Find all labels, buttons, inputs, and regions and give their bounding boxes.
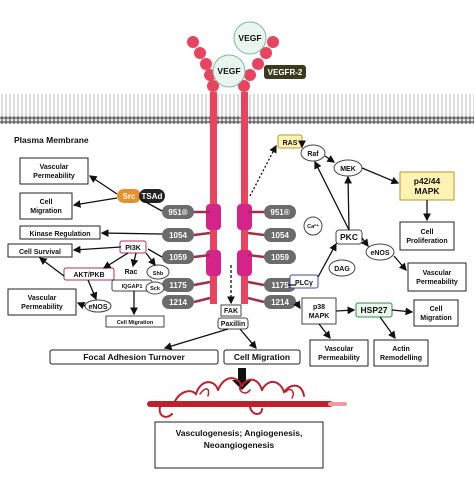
ca2-label: Ca²⁺ bbox=[307, 223, 319, 230]
residue-1175-left: 1175 bbox=[169, 281, 187, 290]
cell-migration-box-top bbox=[19, 192, 73, 220]
kinase-domain-left-2 bbox=[206, 250, 221, 276]
plasma-membrane-label: Plasma Membrane bbox=[14, 135, 89, 145]
receptor-extracellular-domains bbox=[187, 36, 279, 92]
cell-survival-box bbox=[7, 243, 73, 258]
residue-1214-left: 1214 bbox=[169, 298, 187, 307]
paxillin-label: Paxillin bbox=[221, 321, 246, 328]
pi3k-label: PI3K bbox=[125, 245, 141, 252]
shb-label: Shb bbox=[153, 271, 164, 277]
akt-pkb-label: AKT/PKB bbox=[73, 272, 104, 279]
plcy-node bbox=[289, 274, 319, 289]
residue-1059-left: 1059 bbox=[169, 253, 187, 262]
src-node bbox=[117, 189, 141, 203]
focal-adhesion-turnover-box bbox=[49, 349, 219, 365]
cell-proliferation-box bbox=[399, 221, 455, 251]
enos-right-node bbox=[365, 243, 395, 261]
pathway-arrows bbox=[38, 140, 431, 350]
focal-adhesion-turnover-label: Focal Adhesion Turnover bbox=[83, 352, 185, 362]
dag-label: DAG bbox=[334, 266, 350, 273]
left-residues: 951® 1054 1059 1175 1214 bbox=[162, 205, 194, 309]
outcome-box bbox=[154, 421, 324, 469]
cell-migration-small-label: Cell Migration bbox=[117, 320, 154, 326]
kinase-domain-right-2 bbox=[237, 250, 252, 276]
cell-migration-box-right bbox=[413, 299, 459, 327]
plcy-label: PLCγ bbox=[295, 280, 313, 287]
raf-label: Raf bbox=[307, 151, 319, 158]
sck-label: Sck bbox=[150, 286, 161, 292]
vascular-permeability-box-top bbox=[19, 157, 89, 185]
ras-label: RAS bbox=[283, 140, 298, 147]
enos-right-label: eNOS bbox=[370, 250, 389, 257]
residue-connectors bbox=[193, 210, 265, 304]
residue-1054-right: 1054 bbox=[271, 231, 289, 240]
tsad-label: TSAd bbox=[142, 192, 163, 201]
sck-node bbox=[145, 281, 165, 295]
vegf-ligand-mid bbox=[212, 54, 246, 88]
ca2-node bbox=[303, 216, 323, 236]
pkc-label: PKC bbox=[340, 232, 358, 242]
cell-migration-box-center bbox=[223, 349, 301, 365]
fak-node bbox=[220, 304, 242, 317]
src-label: Src bbox=[123, 192, 136, 201]
vascular-permeability-box-left bbox=[7, 288, 77, 316]
tsad-node bbox=[139, 189, 165, 203]
paxillin-node bbox=[217, 317, 249, 330]
cell-migration-center-label: Cell Migration bbox=[234, 352, 290, 362]
raf-node bbox=[300, 144, 326, 162]
residue-1054-left: 1054 bbox=[169, 231, 187, 240]
fak-label: FAK bbox=[224, 308, 238, 315]
vegfr2-tag bbox=[264, 65, 306, 79]
plasma-membrane-bilayer bbox=[0, 94, 474, 124]
vegfr2-label: VEGFR-2 bbox=[268, 68, 303, 77]
enos-left-label: eNOS bbox=[88, 304, 107, 311]
residue-951-right: 951® bbox=[270, 208, 289, 217]
cell-migration-small-box bbox=[105, 315, 165, 328]
p38-mapk-box bbox=[301, 297, 337, 325]
receptor-right-stalk bbox=[241, 92, 248, 304]
vegf-top-label: VEGF bbox=[238, 33, 261, 43]
residue-1214-right: 1214 bbox=[271, 298, 289, 307]
blood-vessel-illustration bbox=[147, 377, 347, 418]
akt-pkb-node bbox=[63, 267, 115, 281]
receptor-left-stalk bbox=[210, 92, 217, 304]
actin-remodelling-box bbox=[373, 339, 429, 367]
residue-951-left: 951® bbox=[168, 208, 187, 217]
vegf-mid-label: VEGF bbox=[217, 66, 240, 76]
rac-label: Rac bbox=[125, 269, 138, 276]
outcome-label: Vasculogenesis; Angiogenesis,Neoangiogen… bbox=[176, 428, 303, 450]
iqgap1-label: IQGAP1 bbox=[122, 284, 143, 290]
vascular-permeability-box-right bbox=[407, 262, 467, 292]
mek-label: MEK bbox=[340, 166, 356, 173]
vascular-permeability-box-bottom bbox=[309, 339, 369, 367]
hsp27-label: HSP27 bbox=[361, 305, 388, 315]
kinase-domain-left-1 bbox=[206, 204, 221, 230]
kinase-regulation-label: Kinase Regulation bbox=[29, 231, 90, 238]
dag-node bbox=[328, 259, 356, 277]
residue-1059-right: 1059 bbox=[271, 253, 289, 262]
residue-1175-right: 1175 bbox=[271, 281, 289, 290]
cell-survival-label: Cell Survival bbox=[19, 249, 61, 256]
shb-node bbox=[146, 264, 170, 280]
right-residues: 951® 1054 1059 1175 1214 bbox=[264, 205, 296, 309]
outcome-arrow bbox=[232, 368, 252, 390]
vegf-ligand-top bbox=[233, 21, 267, 55]
kinase-regulation-box bbox=[19, 225, 101, 240]
kinase-domain-right-1 bbox=[237, 204, 252, 230]
